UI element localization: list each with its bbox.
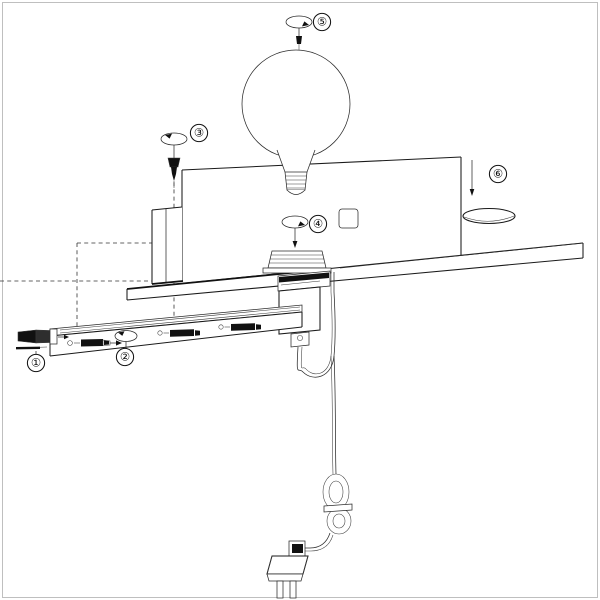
bracket-screw-a <box>67 339 122 347</box>
callout-bubble-4: ④ <box>308 214 328 234</box>
callout-4-label: ④ <box>313 219 323 231</box>
bulb-e27-base <box>284 171 308 195</box>
callout-bubble-2: ② <box>115 347 135 367</box>
socket-housing <box>277 270 331 292</box>
alignment-guide-lines <box>0 175 175 341</box>
small-square-spacer <box>338 208 359 229</box>
callout-2-rotation-arrow <box>114 330 138 348</box>
callout-bubble-5: ⑤ <box>312 12 332 32</box>
callout-6-leader <box>469 160 475 196</box>
lamp-holder-ring <box>262 250 332 274</box>
mains-plug <box>266 540 309 599</box>
light-bulb <box>241 49 351 195</box>
power-cord <box>296 272 337 475</box>
callout-4-rotation-arrow <box>281 215 309 248</box>
bracket-screw-b <box>157 329 200 337</box>
callout-5-label: ⑤ <box>317 17 327 29</box>
cord-bundle <box>304 473 353 552</box>
bulb-fitting-screw <box>285 15 313 50</box>
callout-bubble-1: ① <box>26 353 46 373</box>
bracket-screw-c <box>218 323 261 331</box>
callout-6-label: ⑥ <box>493 169 503 181</box>
wall-anchor-plug <box>15 328 69 350</box>
callout-3-label: ③ <box>194 128 204 140</box>
panel-fixing-screw <box>160 132 188 188</box>
cover-cap <box>462 207 516 225</box>
callout-1-label: ① <box>31 358 41 370</box>
shelf-board <box>126 242 584 301</box>
callout-2-label: ② <box>120 352 130 364</box>
callout-bubble-3: ③ <box>189 123 209 143</box>
callout-bubble-6: ⑥ <box>488 164 508 184</box>
